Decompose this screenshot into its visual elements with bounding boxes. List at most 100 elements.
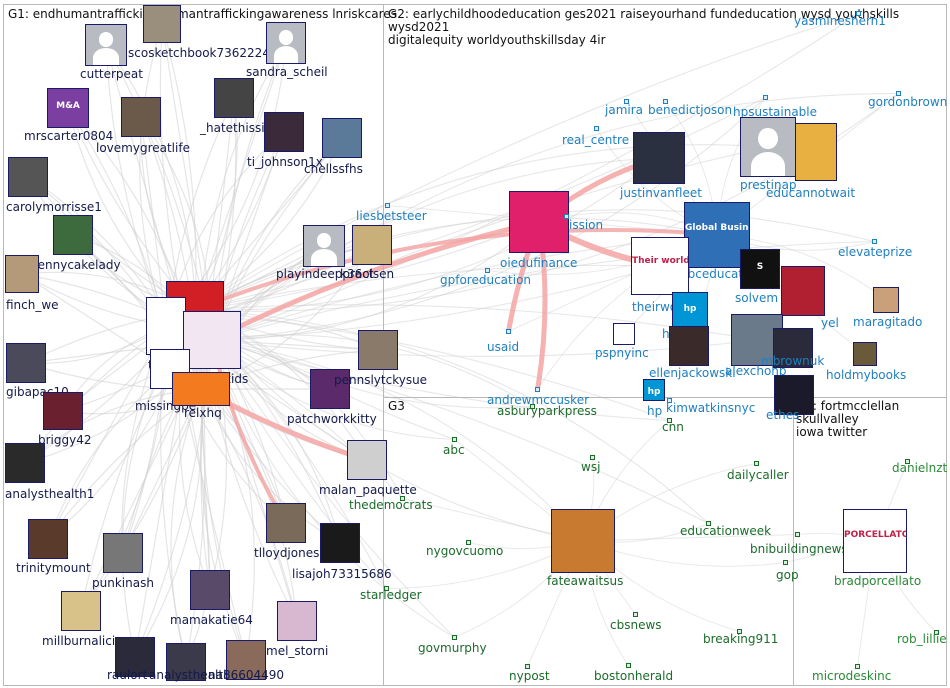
node-label: patchworkkitty — [287, 412, 377, 426]
node-label: malan_paquette — [319, 483, 417, 497]
node-marker-icon — [452, 437, 457, 442]
node-label: gordonbrown — [868, 95, 948, 109]
node-label: tlloydjones — [254, 546, 320, 560]
network-edge — [210, 219, 540, 343]
network-edge — [121, 325, 167, 658]
node-label: holdmybooks — [826, 368, 907, 382]
node-marker-icon — [633, 612, 638, 617]
node-label: raulort — [107, 668, 148, 682]
node-marker-icon — [485, 268, 490, 273]
logo-icon: Global Business Coalition for Education — [684, 202, 750, 268]
node-marker-icon — [624, 99, 629, 104]
network-edge — [211, 339, 584, 542]
logo-text: hp — [647, 387, 661, 397]
node-marker-icon — [535, 387, 540, 392]
network-edge — [194, 157, 660, 311]
logo-text: Global Business Coalition for Education — [685, 223, 749, 234]
node-label: educationweek — [680, 524, 772, 538]
avatar — [5, 255, 39, 293]
logo-icon: PORCELLATO — [843, 509, 907, 573]
logo-text: M&A — [56, 101, 80, 112]
node-label: oiedufinance — [500, 256, 578, 270]
node-label: usaid — [487, 340, 520, 354]
group-label-g3: G3 — [388, 399, 405, 413]
node-label: maragitado — [853, 315, 923, 329]
node-label: mbrownuk — [761, 354, 825, 368]
node-label: pspnyinc — [595, 346, 649, 360]
avatar — [6, 343, 46, 383]
node-label: kimwatkinsnyc — [666, 401, 756, 415]
node-marker-icon — [385, 203, 390, 208]
node-label: scosketchbook73622245 — [128, 46, 278, 60]
logo-icon: hp — [643, 379, 665, 401]
node-label: liesbetsteer — [356, 209, 427, 223]
avatar — [320, 523, 360, 563]
node-label: punkinash — [92, 576, 154, 590]
node-marker-icon — [663, 99, 668, 104]
node-label: bostonherald — [594, 669, 674, 683]
avatar — [5, 443, 45, 483]
avatar — [143, 5, 181, 43]
avatar — [795, 123, 837, 181]
logo-text: PORCELLATO — [844, 529, 907, 540]
network-edge — [211, 339, 709, 524]
node-marker-icon — [452, 635, 457, 640]
node-label: yel — [821, 316, 839, 330]
node-label: rob_lillie — [897, 632, 947, 646]
node-label: ti_johnson1x — [247, 155, 323, 169]
node-label: starledger — [360, 588, 422, 602]
logo-icon — [150, 349, 190, 389]
avatar — [28, 519, 68, 559]
node-label: yasmineshern1 — [794, 14, 886, 28]
node-label: gop — [776, 568, 799, 582]
network-edge — [194, 264, 661, 311]
node-label: nypost — [509, 669, 550, 683]
node-marker-icon — [466, 540, 471, 545]
node-marker-icon — [737, 629, 742, 634]
network-edge — [194, 12, 859, 311]
node-label: relxhq — [184, 406, 222, 420]
avatar — [773, 328, 813, 368]
logo-icon — [183, 311, 241, 369]
avatar — [669, 326, 709, 366]
node-label: bnibuildingnews — [750, 542, 848, 556]
node-label: thedemocrats — [349, 498, 433, 512]
avatar — [352, 225, 392, 265]
node-marker-icon — [667, 418, 672, 423]
avatar — [8, 157, 48, 197]
network-edge — [194, 97, 766, 311]
node-marker-icon — [896, 91, 901, 96]
node-label: abc — [443, 443, 465, 457]
node-label: ission — [569, 218, 604, 232]
node-label: pennslytckysue — [334, 373, 428, 387]
node-label: fateawaitsus — [547, 574, 624, 588]
avatar — [166, 643, 206, 681]
node-label: analysthealth1 — [5, 487, 95, 501]
group-box-g4 — [793, 397, 947, 686]
avatar — [551, 509, 615, 573]
node-label: andrewmccusker — [487, 393, 590, 407]
node-label: prestinap — [740, 178, 797, 192]
node-label: mel_storni — [266, 644, 329, 658]
logo-icon — [613, 323, 635, 345]
node-marker-icon — [506, 329, 511, 334]
node-label: analysthealth — [149, 668, 231, 682]
logo-text: hp — [683, 304, 697, 315]
network-edge — [200, 388, 341, 544]
avatar — [310, 369, 350, 409]
node-marker-icon — [564, 214, 569, 219]
node-label: real_centre — [562, 133, 630, 147]
node-label: ethes — [766, 408, 800, 422]
node-label: hp — [647, 404, 663, 418]
logo-icon — [509, 191, 569, 253]
node-marker-icon — [855, 664, 860, 669]
node-label: educannotwait — [766, 186, 856, 200]
network-edge — [200, 339, 213, 591]
group-label-g4: G4: fortmcclellan skullvalley iowa twitt… — [796, 399, 900, 439]
network-edge — [211, 97, 766, 341]
node-label: mamakatie64 — [170, 613, 253, 627]
logo-icon: hp — [672, 292, 708, 328]
logo-text: Their world — [632, 255, 689, 266]
node-label: breaking911 — [703, 632, 779, 646]
avatar — [853, 342, 877, 366]
